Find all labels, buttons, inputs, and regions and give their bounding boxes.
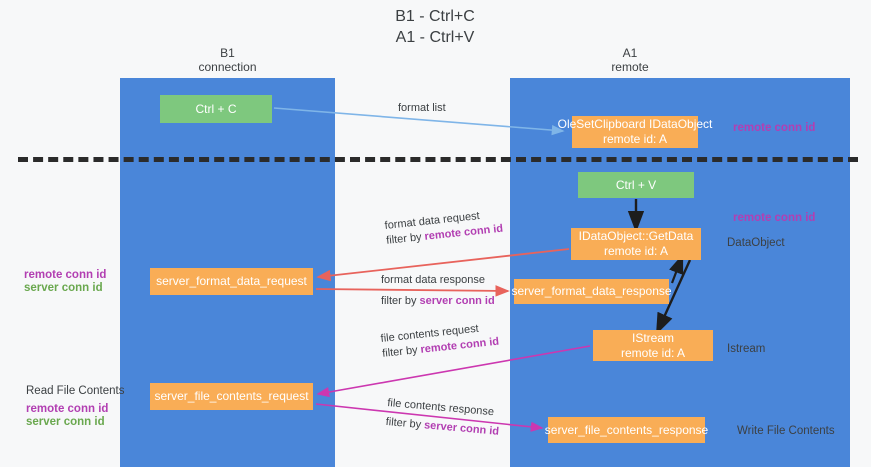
node-server-file-contents-request[interactable]: server_file_contents_request bbox=[150, 383, 313, 410]
arrow-getdata-to-istream bbox=[656, 259, 692, 335]
node-ctrl-c[interactable]: Ctrl + C bbox=[160, 95, 272, 123]
arrow-format-list bbox=[273, 107, 565, 136]
side-label-read-file-contents: Read File Contents bbox=[26, 385, 125, 397]
filter-prefix: filter by bbox=[385, 230, 426, 247]
edge-label-line-primary: format data response bbox=[381, 274, 485, 286]
column-header-a1: A1 remote bbox=[611, 46, 649, 74]
arrow-format-data-request bbox=[316, 248, 570, 282]
filter-prefix: filter by bbox=[381, 343, 422, 360]
arrow-format-data-response bbox=[315, 285, 510, 297]
side-label-istream: Istream bbox=[727, 343, 766, 355]
edge-label-line-filter: filter by server conn id bbox=[381, 294, 495, 309]
node-istream[interactable]: IStream remote id: A bbox=[593, 330, 713, 361]
side-label-left-server-conn-id-2: server conn id bbox=[26, 416, 105, 428]
filter-key-server-conn-id: server conn id bbox=[419, 295, 495, 307]
side-label-remote-conn-id-top: remote conn id bbox=[733, 122, 816, 134]
side-label-left-server-conn-id: server conn id bbox=[24, 282, 103, 294]
side-label-left-remote-conn-id: remote conn id bbox=[24, 269, 107, 281]
filter-prefix: filter by bbox=[385, 415, 425, 432]
arrow-file-contents-response bbox=[315, 403, 544, 432]
edge-label-format-data-response: format data response filter by server co… bbox=[381, 273, 495, 309]
page-title: B1 - Ctrl+C A1 - Ctrl+V bbox=[395, 8, 475, 46]
side-label-remote-conn-id-mid: remote conn id bbox=[733, 212, 816, 224]
node-ctrl-v[interactable]: Ctrl + V bbox=[578, 172, 694, 198]
node-server-file-contents-response[interactable]: server_file_contents_response bbox=[545, 417, 708, 443]
node-idataobject[interactable]: OleSetClipboard IDataObject remote id: A bbox=[557, 116, 713, 148]
edge-label-format-list: format list bbox=[398, 102, 446, 114]
filter-prefix: filter by bbox=[381, 295, 420, 307]
node-server-format-data-request[interactable]: server_format_data_request bbox=[150, 268, 313, 295]
side-label-write-file-contents: Write File Contents bbox=[737, 425, 835, 437]
node-server-format-data-response[interactable]: server_format_data_response bbox=[511, 279, 672, 304]
arrow-response-to-getdata bbox=[669, 253, 684, 284]
column-header-b1: B1 connection bbox=[198, 46, 257, 74]
arrow-file-contents-request bbox=[316, 345, 591, 398]
node-idataobject-getdata[interactable]: IDataObject::GetData remote id: A bbox=[571, 228, 701, 260]
side-label-left-remote-conn-id-2: remote conn id bbox=[26, 403, 109, 415]
section-divider bbox=[18, 157, 858, 162]
side-label-dataobject: DataObject bbox=[727, 237, 785, 249]
